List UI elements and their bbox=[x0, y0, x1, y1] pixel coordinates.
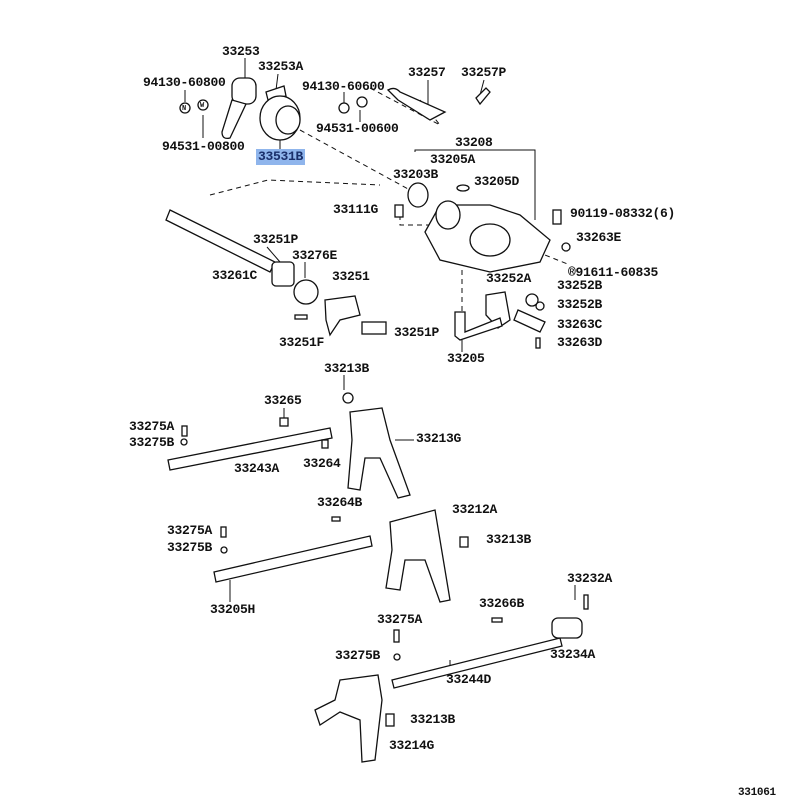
part-33266B bbox=[491, 617, 503, 623]
part-label[interactable]: 33264B bbox=[317, 495, 363, 510]
part-label[interactable]: 33205 bbox=[447, 351, 485, 366]
part-label[interactable]: 33266B bbox=[479, 596, 525, 611]
part-label[interactable]: ®91611-60835 bbox=[568, 265, 659, 280]
part-label[interactable]: 33213G bbox=[416, 431, 462, 446]
part-label[interactable]: 33253 bbox=[222, 44, 260, 59]
part-33257P-pin bbox=[475, 87, 491, 106]
part-33252A-plate bbox=[485, 291, 511, 329]
part-label[interactable]: 33276E bbox=[292, 248, 338, 263]
part-label[interactable]: 33208 bbox=[455, 135, 493, 150]
part-label[interactable]: 33205H bbox=[210, 602, 256, 617]
part-33205D-ring bbox=[456, 184, 470, 192]
part-33111G-plug bbox=[394, 204, 404, 218]
part-label[interactable]: 94130-60600 bbox=[302, 79, 385, 94]
part-33232A-pin bbox=[583, 594, 589, 610]
part-label[interactable]: 33251P bbox=[253, 232, 299, 247]
leader-lines bbox=[184, 58, 576, 673]
part-label[interactable]: 33234A bbox=[550, 647, 596, 662]
part-label[interactable]: 33265 bbox=[264, 393, 302, 408]
part-label[interactable]: 33261C bbox=[212, 268, 258, 283]
part-label[interactable]: 33264 bbox=[303, 456, 341, 471]
part-label[interactable]: 33275A bbox=[377, 612, 423, 627]
part-33214G-fork bbox=[314, 674, 383, 763]
part-label[interactable]: 33252A bbox=[486, 271, 532, 286]
part-33208-housing bbox=[424, 200, 551, 273]
part-33251P-spring-2 bbox=[361, 321, 387, 335]
part-label[interactable]: 33253A bbox=[258, 59, 304, 74]
nut-symbol-label: N bbox=[182, 105, 186, 113]
part-label[interactable]: 33275A bbox=[129, 419, 175, 434]
nut-washer-symbols bbox=[179, 96, 368, 114]
part-33261C-shaft bbox=[165, 209, 276, 273]
part-label[interactable]: 33214G bbox=[389, 738, 435, 753]
part-33205-shaft bbox=[454, 311, 503, 341]
part-33213B-bolt-3 bbox=[385, 713, 395, 727]
part-label[interactable]: 33244D bbox=[446, 672, 492, 687]
part-33213B-bolt-1 bbox=[342, 392, 354, 404]
part-label[interactable]: 33263E bbox=[576, 230, 622, 245]
part-33264 bbox=[321, 439, 329, 449]
part-label[interactable]: 94130-60800 bbox=[143, 75, 226, 90]
part-33205H-rail bbox=[213, 535, 373, 583]
part-label[interactable]: 33212A bbox=[452, 502, 498, 517]
part-label[interactable]: 33251P bbox=[394, 325, 440, 340]
part-label[interactable]: 33111G bbox=[333, 202, 379, 217]
part-label[interactable]: 94531-00600 bbox=[316, 121, 399, 136]
part-33263C-pin bbox=[513, 309, 546, 333]
part-label[interactable]: 33213B bbox=[324, 361, 370, 376]
part-label[interactable]: 33257 bbox=[408, 65, 446, 80]
part-label[interactable]: 33232A bbox=[567, 571, 613, 586]
part-33213G-fork bbox=[347, 407, 411, 499]
part-label[interactable]: 33205D bbox=[474, 174, 520, 189]
part-label[interactable]: 90119-08332(6) bbox=[570, 206, 676, 221]
part-33257-link bbox=[386, 87, 447, 121]
washer-symbol-label: W bbox=[200, 102, 204, 110]
part-33243A-rail bbox=[167, 427, 333, 471]
part-33203B-bushing bbox=[407, 182, 429, 208]
part-33213B-bolt-2 bbox=[459, 536, 469, 548]
part-label[interactable]: 33275B bbox=[167, 540, 213, 555]
part-label[interactable]: 33252B bbox=[557, 297, 603, 312]
part-label[interactable]: 33275B bbox=[129, 435, 175, 450]
detent-springs bbox=[180, 425, 401, 661]
part-label[interactable]: 33257P bbox=[461, 65, 507, 80]
part-label[interactable]: 33275A bbox=[167, 523, 213, 538]
part-33265 bbox=[279, 417, 289, 427]
part-label[interactable]: 33263C bbox=[557, 317, 603, 332]
part-33234A-head bbox=[551, 617, 583, 639]
part-label[interactable]: 94531-00800 bbox=[162, 139, 245, 154]
part-label-highlighted[interactable]: 33531B bbox=[256, 149, 306, 165]
part-33251-lever bbox=[324, 295, 361, 337]
part-label[interactable]: 33275B bbox=[335, 648, 381, 663]
part-33212A-fork bbox=[385, 509, 451, 603]
part-label[interactable]: 33213B bbox=[410, 712, 456, 727]
part-label[interactable]: 33243A bbox=[234, 461, 280, 476]
part-33264B bbox=[331, 516, 341, 522]
part-label[interactable]: 33263D bbox=[557, 335, 603, 350]
part-33276E bbox=[293, 279, 319, 305]
part-33244D-rail bbox=[391, 637, 563, 689]
diagram-id: 331061 bbox=[738, 787, 776, 799]
part-label[interactable]: 33251F bbox=[279, 335, 325, 350]
part-33253-lever bbox=[221, 77, 257, 140]
part-33263D bbox=[535, 337, 541, 349]
part-33531B-boot bbox=[259, 95, 301, 141]
part-label[interactable]: 33203B bbox=[393, 167, 439, 182]
part-90119-bolt bbox=[552, 209, 562, 225]
part-33263E bbox=[561, 242, 571, 252]
part-label[interactable]: 33251 bbox=[332, 269, 370, 284]
part-label[interactable]: 33205A bbox=[430, 152, 476, 167]
part-label[interactable]: 33252B bbox=[557, 278, 603, 293]
part-33251F-pin bbox=[294, 314, 308, 320]
part-label[interactable]: 33213B bbox=[486, 532, 532, 547]
part-33251P-spring bbox=[271, 261, 295, 287]
